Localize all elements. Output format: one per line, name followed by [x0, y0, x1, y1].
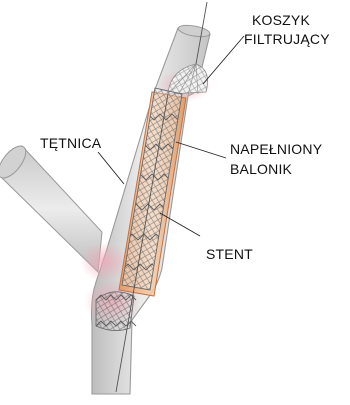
label-stent: STENT	[206, 246, 253, 262]
label-artery: TĘTNICA	[40, 135, 102, 151]
leader-basket	[203, 36, 244, 84]
inflamed-tissue-junction	[80, 242, 128, 282]
label-balloon-line2: BALONIK	[230, 161, 293, 177]
label-basket-line2: FILTRUJĄCY	[244, 31, 330, 47]
leader-artery	[98, 152, 124, 184]
label-balloon-line1: NAPEŁNIONY	[230, 141, 323, 157]
label-basket-line1: KOSZYK	[252, 12, 310, 28]
leader-balloon	[176, 142, 226, 158]
